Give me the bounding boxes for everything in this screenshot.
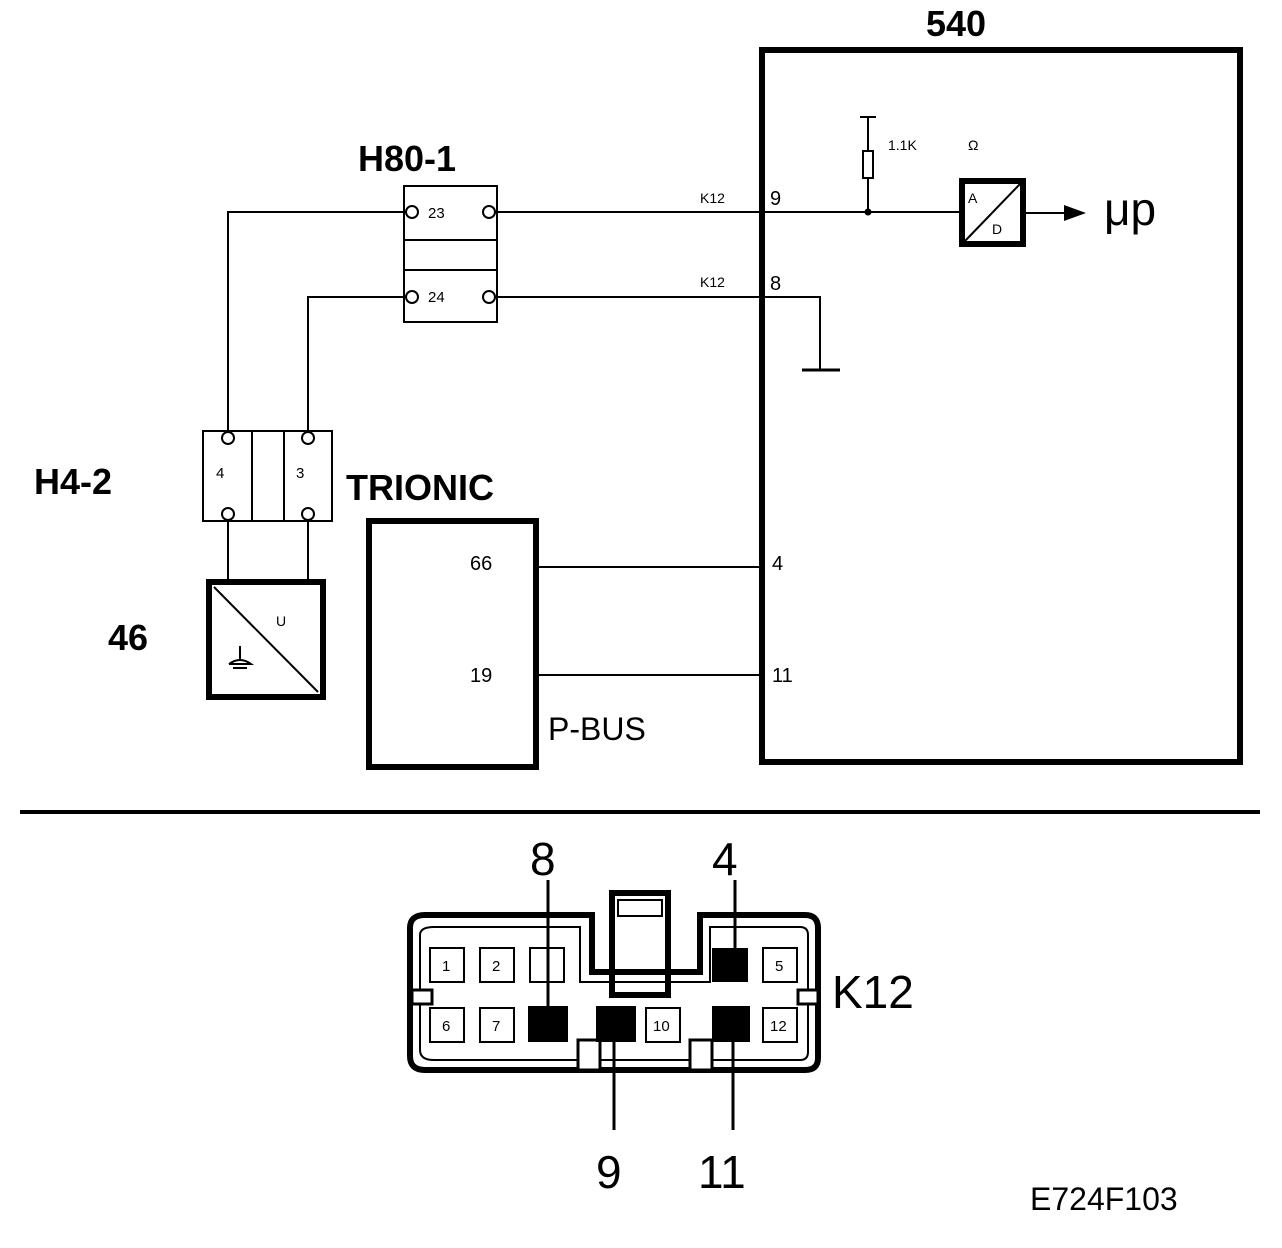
sensor-46: U	[206, 579, 326, 700]
resistor-value: 1.1K	[888, 137, 917, 153]
microprocessor-label: μp	[1104, 183, 1156, 235]
k12-connector: 1 2 5 6 7 10 12	[407, 890, 821, 1073]
k12-callout-8: 8	[530, 833, 556, 885]
module-540-label: 540	[926, 3, 986, 44]
module-pin-8: 8	[770, 273, 781, 295]
module-540-box	[759, 47, 1243, 765]
k12-cavity-6	[429, 1007, 465, 1043]
sensor-u-label: U	[276, 613, 286, 629]
k12-callout-11: 11	[698, 1146, 746, 1198]
k12-cavity-12	[762, 1007, 798, 1043]
module-pin-9: 9	[770, 188, 781, 210]
trionic-pin-19: 19	[470, 665, 492, 687]
k12-cavity-2	[479, 947, 515, 983]
trionic-pin-66: 66	[470, 553, 492, 575]
resistor	[862, 150, 874, 179]
k12-callouts	[546, 880, 737, 1130]
h4-pin-3: 3	[296, 465, 304, 482]
module-pin-4: 4	[772, 553, 783, 575]
wire-tag-k12-8: K12	[700, 274, 725, 290]
h4-2-label: H4-2	[34, 461, 112, 502]
k12-cavity-5	[762, 947, 798, 983]
k12-cavity-1	[429, 947, 465, 983]
k12-cavity-10	[645, 1007, 681, 1043]
k12-cavity-7	[479, 1007, 515, 1043]
k12-cavity-5-label: 5	[775, 958, 783, 975]
sensor-46-label: 46	[108, 617, 148, 658]
connector-h4-2: 4 3	[202, 430, 333, 522]
pbus-label: P-BUS	[548, 711, 646, 747]
k12-label: K12	[832, 966, 914, 1018]
k12-cavity-12-label: 12	[770, 1018, 787, 1035]
k12-cavity-4-filled	[712, 948, 748, 982]
ohm-symbol: Ω	[968, 137, 978, 153]
k12-callout-9: 9	[596, 1146, 622, 1198]
k12-cavity-10-label: 10	[653, 1018, 670, 1035]
k12-cavity-9-filled	[596, 1006, 636, 1042]
k12-cavity-6-label: 6	[442, 1018, 450, 1035]
wire-tag-k12-9: K12	[700, 190, 725, 206]
trionic-box	[366, 518, 539, 770]
trionic-label: TRIONIC	[346, 467, 494, 508]
h4-pin-4: 4	[216, 465, 224, 482]
internal-circuit: 1.1K Ω A D μp	[762, 116, 1156, 372]
adc-d-label: D	[992, 221, 1002, 237]
k12-cavity-7-label: 7	[492, 1018, 500, 1035]
module-pin-11: 11	[772, 665, 793, 687]
wires	[227, 211, 762, 676]
figure-code: E724F103	[1030, 1181, 1178, 1217]
connector-h80-1: 23 24	[403, 185, 498, 323]
k12-cavity-11-filled	[712, 1006, 750, 1042]
h80-pin-23: 23	[428, 205, 445, 222]
k12-cavity-2-label: 2	[492, 958, 500, 975]
k12-cavity-8-filled	[528, 1006, 568, 1042]
h80-pin-24: 24	[428, 289, 445, 306]
k12-cavity-1-label: 1	[442, 958, 450, 975]
adc-a-label: A	[968, 190, 978, 206]
h80-1-label: H80-1	[358, 138, 456, 179]
k12-callout-4: 4	[712, 833, 738, 885]
